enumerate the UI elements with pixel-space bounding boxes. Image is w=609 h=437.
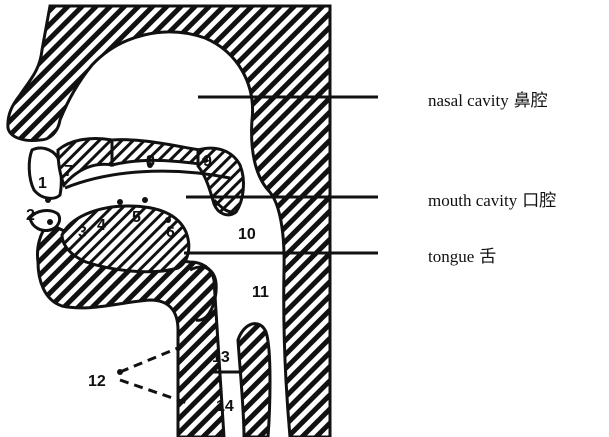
callout-mouth-cavity: mouth cavity 口腔 xyxy=(428,186,556,211)
number-label-9: 9 xyxy=(203,153,212,170)
number-label-1: 1 xyxy=(38,175,47,192)
articulation-dot xyxy=(47,219,53,225)
number-label-11: 11 xyxy=(252,284,269,301)
number-label-6: 6 xyxy=(166,224,175,241)
articulation-dot xyxy=(117,199,123,205)
callout-tongue-zh: 舌 xyxy=(479,247,496,266)
larynx-cartilage xyxy=(238,324,270,437)
number-label-4: 4 xyxy=(97,217,106,234)
number-label-7: 7 xyxy=(64,163,73,180)
number-label-2: 2 xyxy=(26,207,35,224)
number-label-3: 3 xyxy=(78,224,87,241)
number-label-14: 14 xyxy=(216,398,234,415)
number-label-10: 10 xyxy=(238,226,256,243)
number-label-5: 5 xyxy=(132,209,141,226)
callout-mouth-cavity-zh: 口腔 xyxy=(522,191,556,210)
articulation-dot xyxy=(117,369,123,375)
callout-nasal-cavity-en: nasal cavity xyxy=(428,91,509,110)
callout-mouth-cavity-en: mouth cavity xyxy=(428,191,517,210)
articulation-dot xyxy=(45,197,51,203)
articulation-dot xyxy=(142,197,148,203)
callout-tongue-en: tongue xyxy=(428,247,474,266)
hard-palate xyxy=(112,140,200,165)
callout-nasal-cavity-zh: 鼻腔 xyxy=(514,91,548,110)
pointer-12-upper xyxy=(120,348,178,372)
number-label-8: 8 xyxy=(146,153,155,170)
number-label-13: 13 xyxy=(212,349,230,366)
number-label-12: 12 xyxy=(88,373,106,390)
articulation-dot xyxy=(165,217,171,223)
callout-nasal-cavity: nasal cavity 鼻腔 xyxy=(428,86,548,111)
callout-tongue: tongue 舌 xyxy=(428,242,496,267)
